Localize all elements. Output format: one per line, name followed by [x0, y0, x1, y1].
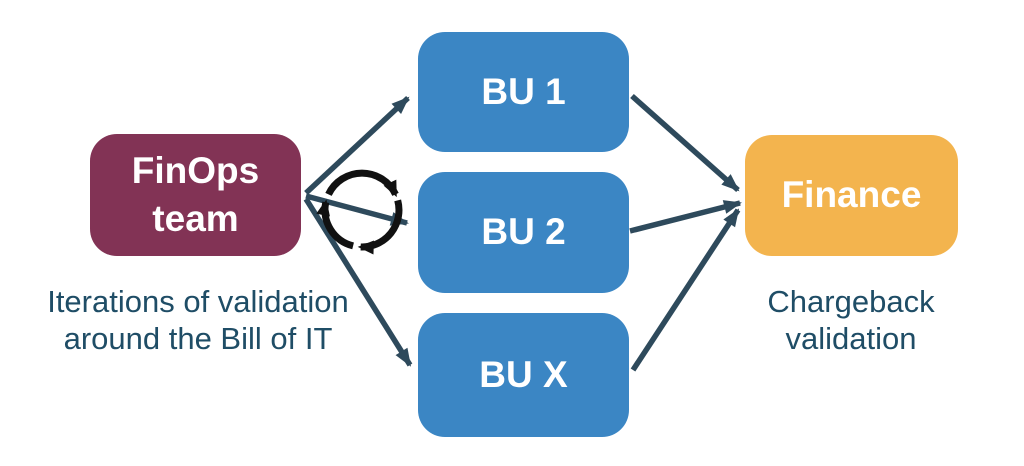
caption-finops-line1: Iterations of validation: [47, 284, 349, 319]
arrow-bu1-to-finance: [630, 93, 740, 193]
arrow-bu2-to-finance: [629, 200, 742, 234]
caption-finance-line2: validation: [785, 321, 917, 357]
arrow-finops-to-bu1: [304, 95, 410, 196]
node-finops-team: FinOps team: [90, 134, 301, 256]
node-bux: BU X: [418, 313, 629, 437]
node-finance: Finance: [745, 135, 958, 256]
finops-label-line2: team: [152, 198, 239, 239]
caption-finance-line1: Chargeback: [767, 284, 935, 319]
caption-finops-line2: around the Bill of IT: [63, 321, 333, 357]
cycle-arrows-icon: [316, 169, 403, 255]
finance-label: Finance: [781, 174, 922, 216]
finops-label-line1: FinOps: [131, 149, 260, 191]
arrow-bux-to-finance: [630, 208, 741, 372]
node-bu1: BU 1: [418, 32, 629, 152]
node-bu2: BU 2: [418, 172, 629, 293]
caption-finops-iterations: Iterations of validation around the Bill…: [10, 283, 386, 357]
arrow-finops-to-bux: [303, 197, 413, 367]
bu2-label: BU 2: [481, 211, 566, 253]
caption-finance-chargeback: Chargeback validation: [741, 283, 961, 357]
finops-team-label: FinOps team: [132, 147, 259, 243]
bux-label: BU X: [479, 353, 568, 395]
bu1-label: BU 1: [481, 70, 566, 112]
